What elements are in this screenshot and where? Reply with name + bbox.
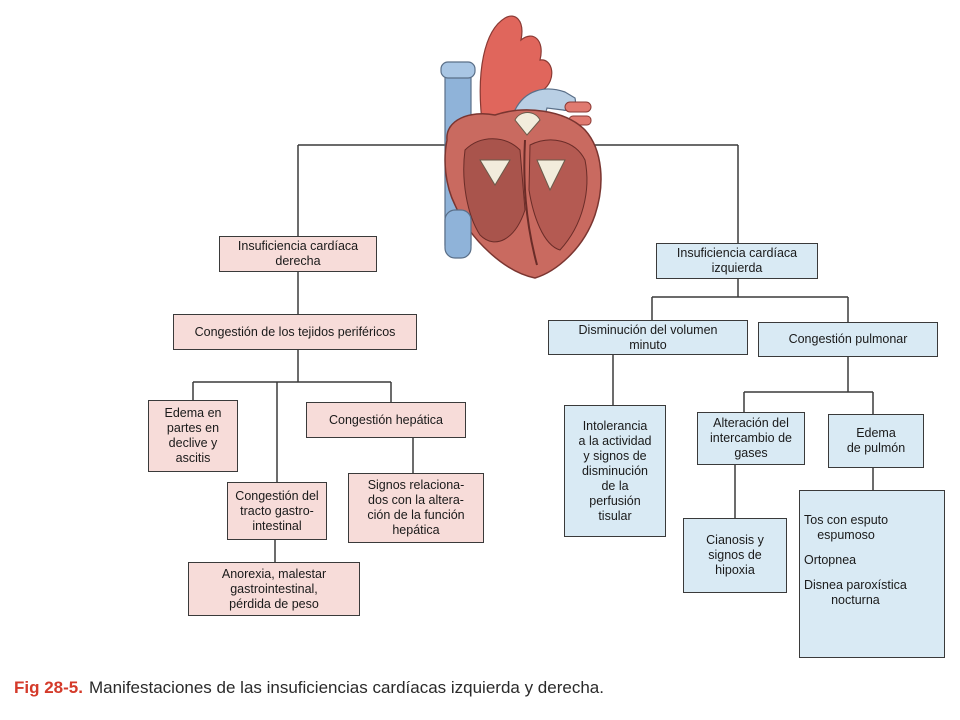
edema-ascites-box: Edema en partes en declive y ascitis bbox=[148, 400, 238, 472]
gi-signs-box: Anorexia, malestar gastrointestinal, pér… bbox=[188, 562, 360, 616]
caption-text: Manifestaciones de las insuficiencias ca… bbox=[88, 678, 604, 697]
figure-caption: Fig 28-5. Manifestaciones de las insufici… bbox=[14, 678, 604, 698]
gas-exchange-box: Alteración del intercambio de gases bbox=[697, 412, 805, 465]
left-heart-failure-box: Insuficiencia cardíaca izquierda bbox=[656, 243, 818, 279]
low-output-box: Disminución del volumen minuto bbox=[548, 320, 748, 355]
symptom-pnd: Disnea paroxística nocturna bbox=[804, 578, 907, 607]
symptom-cough: Tos con esputo espumoso bbox=[804, 513, 889, 542]
hepatic-congestion-box: Congestión hepática bbox=[306, 402, 466, 438]
gi-congestion-box: Congestión del tracto gastro- intestinal bbox=[227, 482, 327, 540]
heart-illustration bbox=[440, 15, 602, 279]
peripheral-congestion-box: Congestión de los tejidos periféricos bbox=[173, 314, 417, 350]
hepatic-signs-box: Signos relaciona- dos con la altera- ció… bbox=[348, 473, 484, 543]
pulmonary-edema-box: Edema de pulmón bbox=[828, 414, 924, 468]
pulmonary-congestion-box: Congestión pulmonar bbox=[758, 322, 938, 357]
symptom-orthopnea: Ortopnea bbox=[804, 553, 857, 567]
pulmonary-symptoms-box: Tos con esputo espumoso Ortopnea Disnea … bbox=[799, 490, 945, 658]
figure-label: Fig 28-5. bbox=[14, 678, 83, 697]
right-heart-failure-box: Insuficiencia cardíaca derecha bbox=[219, 236, 377, 272]
activity-intolerance-box: Intolerancia a la actividad y signos de … bbox=[564, 405, 666, 537]
cyanosis-box: Cianosis y signos de hipoxia bbox=[683, 518, 787, 593]
